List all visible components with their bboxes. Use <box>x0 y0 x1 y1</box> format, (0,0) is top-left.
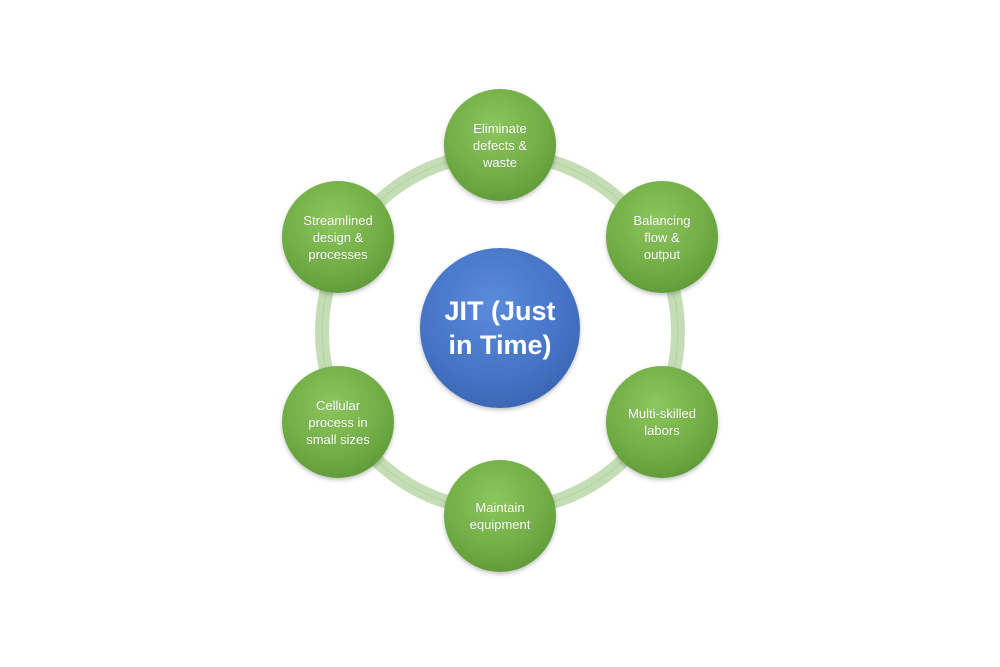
center-circle <box>420 248 580 408</box>
node-label-streamlined-design: Streamlined design & processes <box>303 212 373 262</box>
node-circle-eliminate-defects <box>444 89 556 201</box>
node-label-multi-skilled: Multi-skilled labors <box>628 406 696 438</box>
node-circle-multi-skilled <box>606 366 718 478</box>
node-circle-maintain-equipment <box>444 460 556 572</box>
node-label-maintain-equipment: Maintain equipment <box>469 500 531 532</box>
node-label-balancing-flow: Balancing flow & output <box>633 212 691 262</box>
node-circle-balancing-flow <box>606 181 718 293</box>
center-label: JIT (Just in Time) <box>444 296 556 360</box>
node-circle-streamlined-design <box>282 181 394 293</box>
node-label-eliminate-defects: Eliminate defects & waste <box>472 120 528 170</box>
node-circle-cellular-process <box>282 366 394 478</box>
node-label-cellular-process: Cellular process in small sizes <box>306 397 370 447</box>
